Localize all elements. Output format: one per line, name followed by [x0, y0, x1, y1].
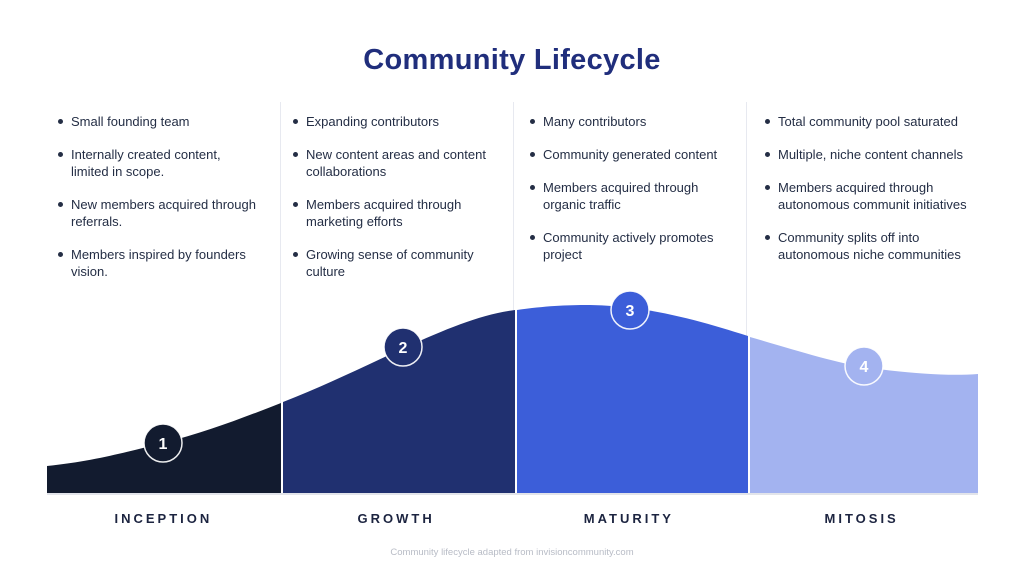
phase-number: 2 [399, 340, 408, 357]
bullet-item: Internally created content, limited in s… [58, 146, 259, 180]
phase-label-growth: GROWTH [357, 511, 435, 526]
bullet-item: Community splits off into autonomous nic… [765, 229, 986, 263]
bullet-item: Members acquired through autonomous comm… [765, 179, 986, 213]
bullet-item: Community actively promotes project [530, 229, 731, 263]
bullet-item: Members acquired through marketing effor… [293, 196, 494, 230]
bullet-item: Small founding team [58, 113, 259, 130]
bullet-item: New content areas and content collaborat… [293, 146, 494, 180]
bullet-item: Members acquired through organic traffic [530, 179, 731, 213]
phase-marker-1: 1 [143, 423, 183, 463]
bullet-item: New members acquired through referrals. [58, 196, 259, 230]
bullet-item: Growing sense of community culture [293, 246, 494, 280]
bullet-item: Multiple, niche content channels [765, 146, 986, 163]
bullet-item: Many contributors [530, 113, 731, 130]
phase-labels-row: INCEPTION GROWTH MATURITY MITOSIS [47, 511, 978, 526]
growth-area-segment [283, 310, 515, 493]
mitosis-area-segment [750, 337, 978, 493]
phase-marker-3: 3 [610, 290, 650, 330]
phase-marker-4: 4 [844, 346, 884, 386]
phase-label-mitosis: MITOSIS [824, 511, 899, 526]
page-title: Community Lifecycle [363, 44, 661, 76]
attribution-text: Community lifecycle adapted from invisio… [390, 547, 634, 558]
maturity-area-segment [517, 305, 748, 493]
phase-number: 1 [159, 436, 168, 453]
bullet-item: Members inspired by founders vision. [58, 246, 259, 280]
bullet-item: Total community pool saturated [765, 113, 986, 130]
phase-label-inception: INCEPTION [114, 511, 213, 526]
bullet-item: Community generated content [530, 146, 731, 163]
phase-number: 3 [626, 303, 635, 320]
phase-label-maturity: MATURITY [583, 511, 674, 526]
bullet-item: Expanding contributors [293, 113, 494, 130]
phase-marker-2: 2 [383, 327, 423, 367]
phase-number: 4 [860, 359, 869, 376]
